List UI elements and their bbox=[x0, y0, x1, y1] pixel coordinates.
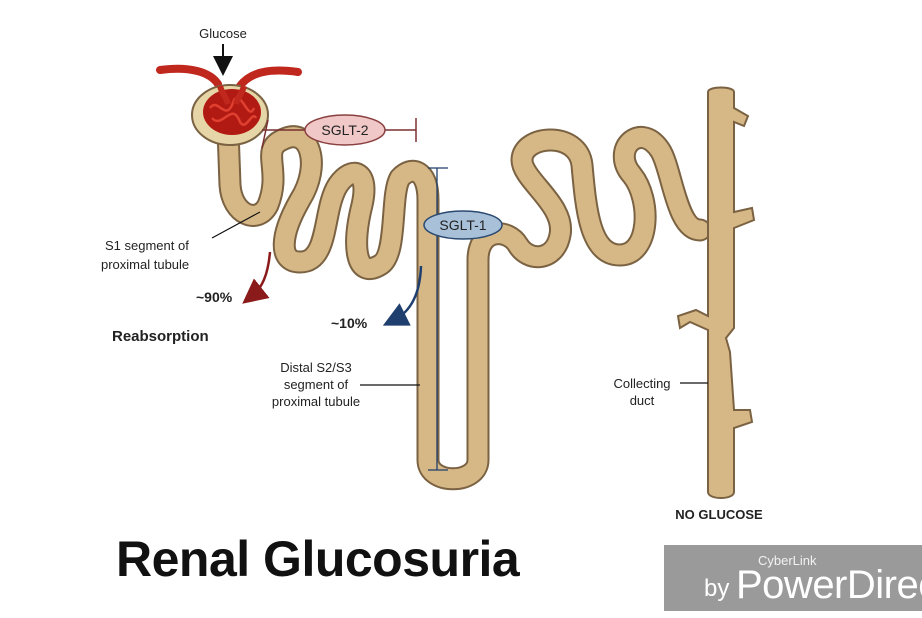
s1-leader bbox=[211, 211, 261, 239]
s1-label-line1: S1 segment of bbox=[105, 238, 189, 253]
reabsorption-90-arrow bbox=[242, 251, 272, 304]
pct90-label: ~90% bbox=[196, 289, 233, 305]
sglt1-oval bbox=[423, 210, 503, 240]
distal-label-line2: segment of bbox=[284, 377, 349, 392]
watermark-brand-small: CyberLink bbox=[758, 553, 817, 568]
collecting-label-line1: Collecting bbox=[613, 376, 670, 391]
powerdirector-watermark: CyberLink by PowerDirector bbox=[664, 545, 922, 611]
watermark-brand: PowerDirector bbox=[736, 563, 922, 607]
sglt2-label: SGLT-2 bbox=[321, 122, 368, 138]
distal-label-line1: Distal S2/S3 bbox=[280, 360, 352, 375]
pct10-label: ~10% bbox=[331, 315, 368, 331]
reabsorption-label: Reabsorption bbox=[112, 328, 209, 345]
watermark-by: by bbox=[704, 575, 730, 602]
no-glucose-label: NO GLUCOSE bbox=[675, 507, 763, 522]
glucose-label: Glucose bbox=[199, 26, 247, 41]
slide-title: Renal Glucosuria bbox=[116, 531, 520, 587]
s1-label-line2: proximal tubule bbox=[101, 257, 189, 272]
glomerulus bbox=[156, 64, 302, 146]
collecting-label-line2: duct bbox=[630, 393, 655, 408]
sglt1-label: SGLT-1 bbox=[439, 217, 486, 233]
collecting-duct bbox=[676, 86, 756, 499]
reabsorption-10-arrow bbox=[382, 265, 423, 326]
sglt2-oval bbox=[304, 114, 386, 146]
proximal-tubule bbox=[216, 118, 712, 491]
distal-label-line3: proximal tubule bbox=[272, 394, 360, 409]
